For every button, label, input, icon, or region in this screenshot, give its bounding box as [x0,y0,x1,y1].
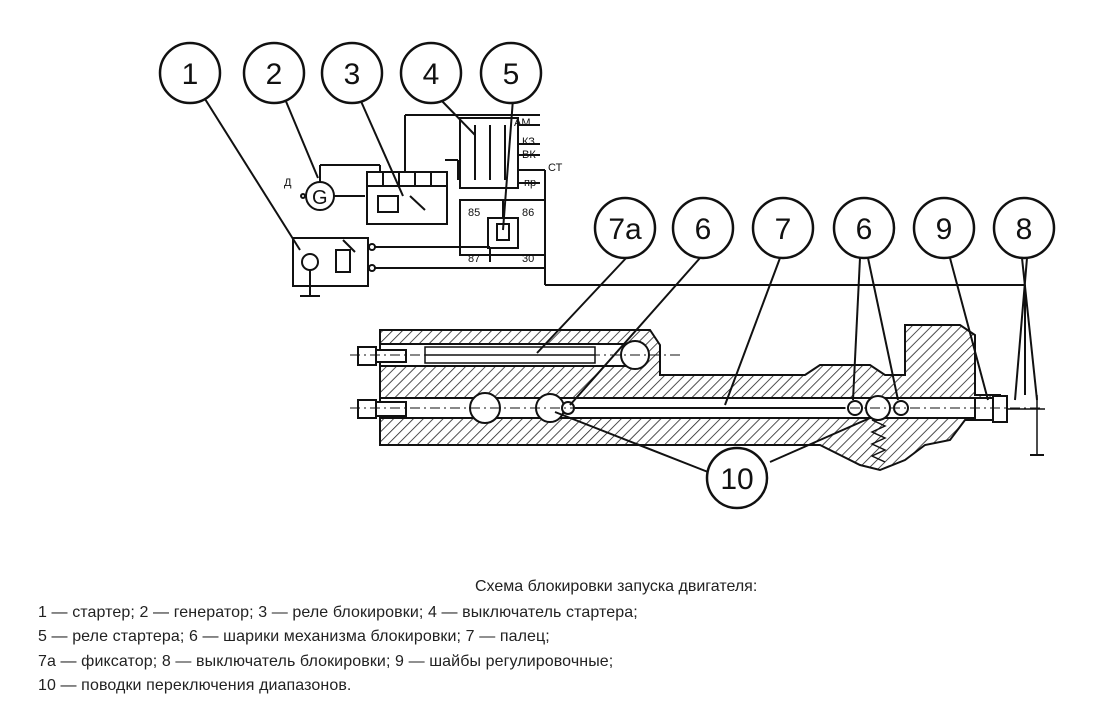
generator-label: G [312,187,328,209]
terminal-87: 87 [468,253,480,265]
svg-text:1: 1 [182,58,199,91]
terminal-30: 30 [522,253,534,265]
bolt-upper [357,346,377,366]
bolt-lower [357,399,377,419]
starter-symbol [292,237,369,287]
callout-5: 5 [479,41,543,105]
terminal-86: 86 [522,207,534,219]
callout-6-left: 6 [671,196,735,260]
mechanical-section [350,324,1045,472]
svg-text:6: 6 [695,213,712,246]
callout-7: 7 [751,196,815,260]
terminal-pr: пр [524,177,536,189]
svg-text:9: 9 [936,213,953,246]
electrical-schematic [292,114,1026,395]
svg-text:6: 6 [856,213,873,246]
callout-8: 8 [992,196,1056,260]
callout-3: 3 [320,41,384,105]
terminal-st: СТ [548,162,563,174]
callout-7a: 7а [593,196,657,260]
callouts: 1 2 3 4 5 7а 6 7 [158,41,1056,510]
callout-1: 1 [158,41,222,105]
adjusting-washers [974,397,994,421]
callout-4: 4 [399,41,463,105]
terminal-85: 85 [468,207,480,219]
terminal-am: АМ [514,117,531,129]
leader-lines [204,98,1038,473]
starter-switch-symbol [459,117,519,189]
svg-text:7а: 7а [608,213,642,246]
svg-text:2: 2 [266,58,283,91]
callout-6-right: 6 [832,196,896,260]
callout-10: 10 [705,446,769,510]
callout-9: 9 [912,196,976,260]
svg-text:8: 8 [1016,213,1033,246]
callout-2: 2 [242,41,306,105]
terminal-d: Д [284,177,292,189]
spring [870,419,887,463]
terminal-labels: АМ КЗ ВК СТ пр 85 86 87 30 G Д [284,117,563,265]
svg-text:3: 3 [344,58,361,91]
svg-text:7: 7 [775,213,792,246]
lock-switch-body [992,395,1008,423]
terminal-vk: ВК [522,149,536,161]
terminal-kz: КЗ [522,136,535,148]
svg-text:4: 4 [423,58,440,91]
svg-text:5: 5 [503,58,520,91]
svg-text:10: 10 [720,463,753,496]
